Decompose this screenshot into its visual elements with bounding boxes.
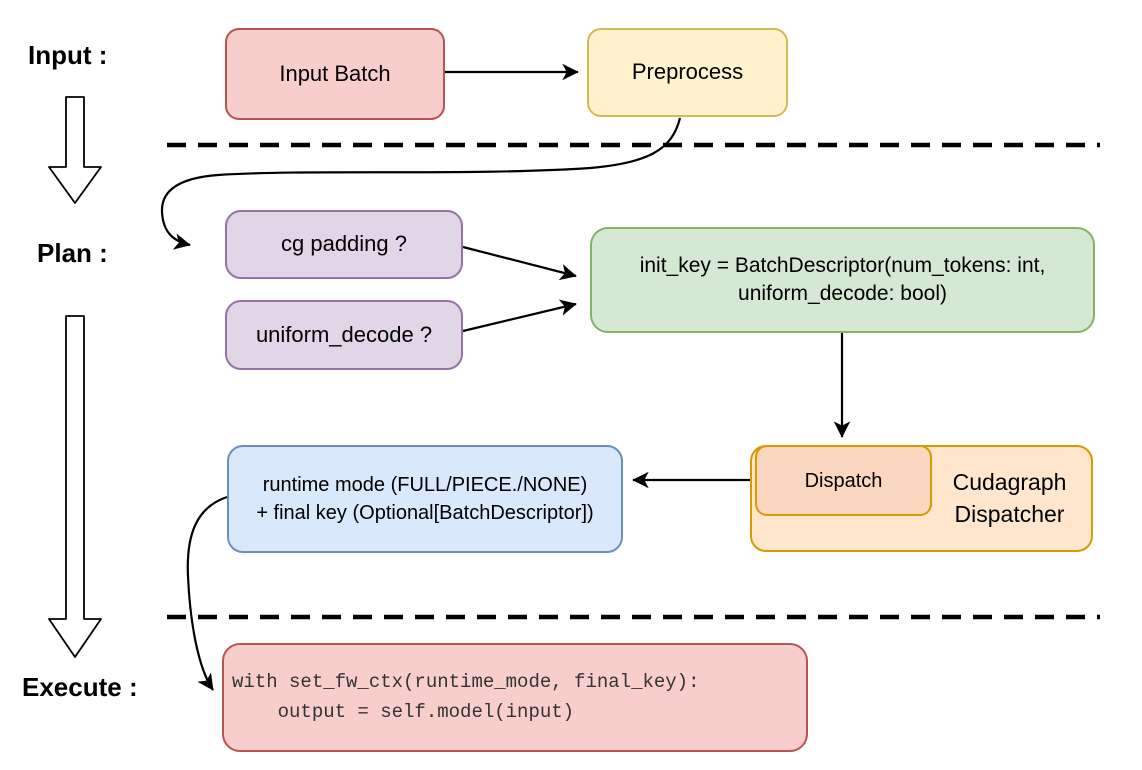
plan-stage-arrow-icon [48, 315, 102, 658]
node-input-batch-label: Input Batch [279, 60, 391, 86]
stage-label-execute: Execute : [22, 672, 138, 702]
cudagraph-dispatcher-line1: Cudagraph [952, 468, 1067, 495]
node-init-key: init_key = BatchDescriptor(num_tokens: i… [590, 227, 1095, 333]
node-cg-padding: cg padding ? [225, 210, 463, 279]
init-key-line1: init_key = BatchDescriptor(num_tokens: i… [639, 253, 1046, 277]
node-uniform-decode-label: uniform_decode ? [255, 321, 433, 347]
runtime-mode-line1: runtime mode (FULL/PIECE./NONE) [262, 474, 588, 496]
cudagraph-dispatcher-line2: Dispatcher [954, 500, 1065, 527]
node-execute-code: with set_fw_ctx(runtime_mode, final_key)… [222, 643, 808, 752]
arrow-uniformdecode-to-initkey [462, 299, 577, 333]
node-preprocess: Preprocess [587, 28, 788, 117]
node-cg-padding-label: cg padding ? [281, 231, 407, 257]
stage-label-input: Input : [28, 40, 108, 70]
stage-label-plan: Plan : [37, 238, 108, 268]
input-stage-arrow-icon [48, 96, 102, 204]
runtime-mode-line2: + final key (Optional[BatchDescriptor]) [256, 502, 594, 524]
execute-code-line2: output = self.model(input) [232, 700, 575, 723]
node-runtime-mode: runtime mode (FULL/PIECE./NONE) + final … [227, 445, 623, 553]
node-dispatch: Dispatch [755, 445, 932, 516]
arrow-cgpadding-to-initkey [462, 245, 577, 281]
node-dispatch-label: Dispatch [804, 469, 883, 492]
node-uniform-decode: uniform_decode ? [225, 300, 463, 370]
node-preprocess-label: Preprocess [631, 59, 744, 85]
execute-code-line1: with set_fw_ctx(runtime_mode, final_key)… [232, 671, 700, 694]
cudagraph-dispatcher-label: Cudagraph Dispatcher [932, 447, 1087, 550]
node-input-batch: Input Batch [225, 28, 445, 120]
init-key-line2: uniform_decode: bool) [738, 282, 947, 305]
execute-code-block: with set_fw_ctx(runtime_mode, final_key)… [232, 668, 699, 727]
